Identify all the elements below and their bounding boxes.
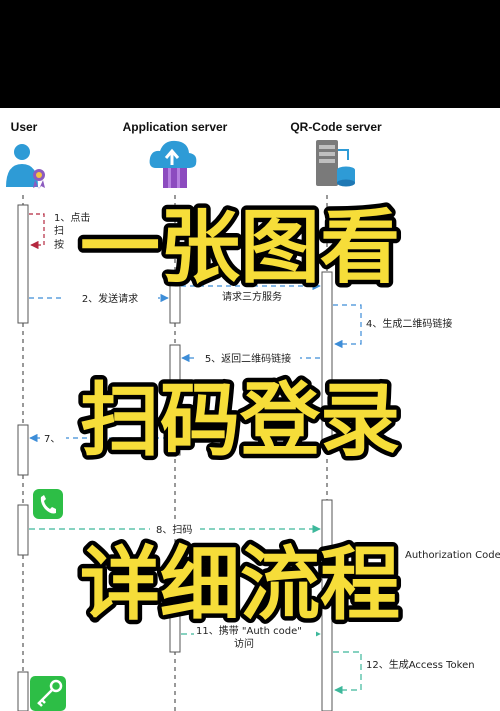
msg-11-label-2: 访问 (234, 637, 254, 650)
msg-11-label: 11、携带 "Auth code" (196, 624, 302, 637)
participant-user: User (11, 120, 38, 134)
diagram-canvas (0, 108, 500, 711)
msg-1-label: 1、点击 (54, 212, 90, 224)
participant-qr-server: QR-Code server (290, 120, 382, 134)
msg-2-label: 2、发送请求 (82, 292, 138, 305)
activation-bars (17, 204, 333, 711)
user-icon (6, 144, 45, 189)
msg-1-self-arrow (29, 213, 45, 250)
key-icon (30, 676, 66, 711)
msg-4-self-arrow (333, 304, 362, 349)
msg-1-label-3: 按 (54, 238, 64, 251)
msg-8-label: 8、扫码 (156, 523, 192, 536)
overlay-title-line-1: 一张图看 (80, 201, 400, 294)
msg-3-label: 请求三方服务 (222, 290, 282, 303)
phone-icon (33, 489, 63, 519)
msg-5-label: 5、返回二维码链接 (205, 352, 291, 365)
overlay-title-line-2: 扫码登录 (80, 374, 400, 467)
msg-10-label: Authorization Code (405, 550, 500, 561)
msg-12-self-arrow (333, 651, 362, 695)
database-server-icon (316, 140, 355, 187)
cloud-server-icon (149, 140, 197, 188)
msg-1-label-2: 扫 (54, 224, 64, 237)
participant-app-server: Application server (123, 120, 228, 134)
msg-7-label: 7、 (44, 434, 60, 445)
overlay-title-line-3: 详细流程 (80, 538, 400, 631)
msg-12-label: 12、生成Access Token (366, 658, 475, 671)
msg-4-label: 4、生成二维码链接 (366, 317, 452, 330)
